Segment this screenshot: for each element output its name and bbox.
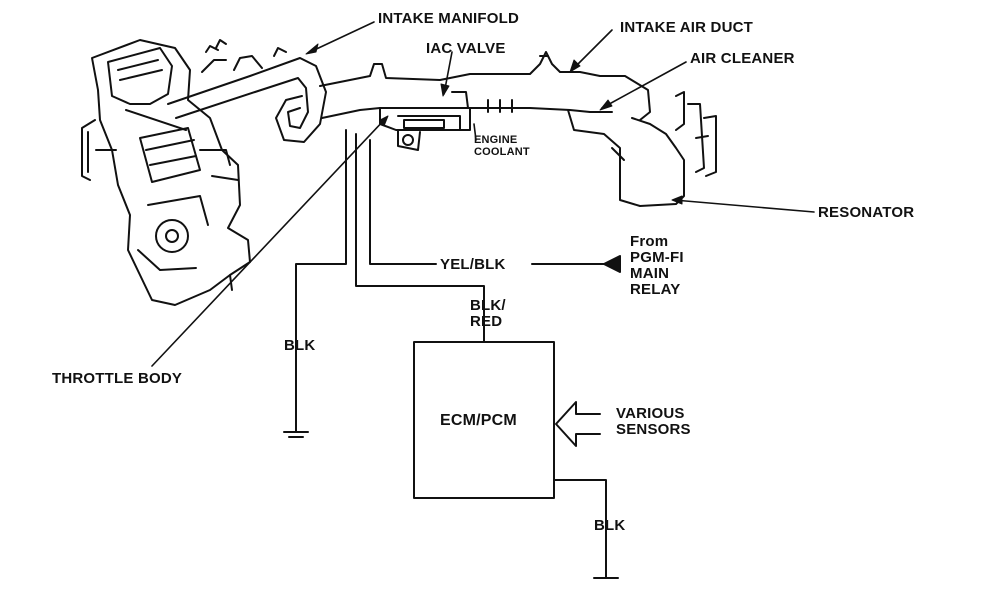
from-relay-line-2: PGM-FI <box>630 249 684 266</box>
engine-block-drawing <box>81 39 251 306</box>
blk-red-line-1: BLK/ <box>470 297 506 314</box>
engine-coolant-line-1: ENGINE <box>474 134 518 146</box>
from-main-relay-label: From PGM-FI MAIN RELAY <box>630 234 684 298</box>
engine-coolant-label: ENGINE COOLANT <box>474 134 530 158</box>
from-relay-line-1: From <box>630 233 669 250</box>
blk-red-wire-label: BLK/ RED <box>470 298 506 330</box>
various-sensors-label: VARIOUS SENSORS <box>616 406 691 438</box>
intake-manifold-label: INTAKE MANIFOLD <box>378 10 520 27</box>
blk-ground-wire-label-bottom: BLK <box>594 517 626 534</box>
various-sensors-line-2: SENSORS <box>616 421 691 438</box>
leader-arrowheads <box>305 43 683 205</box>
throttle-body-label: THROTTLE BODY <box>52 370 183 387</box>
wiring <box>283 129 621 579</box>
ecm-pcm-label: ECM/PCM <box>440 412 517 429</box>
leader-lines <box>151 21 815 367</box>
intake-air-duct-label: INTAKE AIR DUCT <box>620 19 753 36</box>
engine-coolant-line-2: COOLANT <box>474 146 530 158</box>
air-cleaner-label: AIR CLEANER <box>690 50 795 67</box>
various-sensors-arrow <box>555 401 601 447</box>
iac-valve-label: IAC VALVE <box>426 40 506 57</box>
from-relay-line-4: RELAY <box>630 281 681 298</box>
intake-air-duct-drawing <box>319 51 717 207</box>
intake-manifold-drawing <box>167 45 327 143</box>
yel-blk-wire-label: YEL/BLK <box>440 256 506 273</box>
various-sensors-line-1: VARIOUS <box>616 405 685 422</box>
blk-ground-wire-label-left: BLK <box>284 337 316 354</box>
resonator-label: RESONATOR <box>818 204 915 221</box>
from-relay-line-3: MAIN <box>630 265 670 282</box>
blk-red-line-2: RED <box>470 313 503 330</box>
